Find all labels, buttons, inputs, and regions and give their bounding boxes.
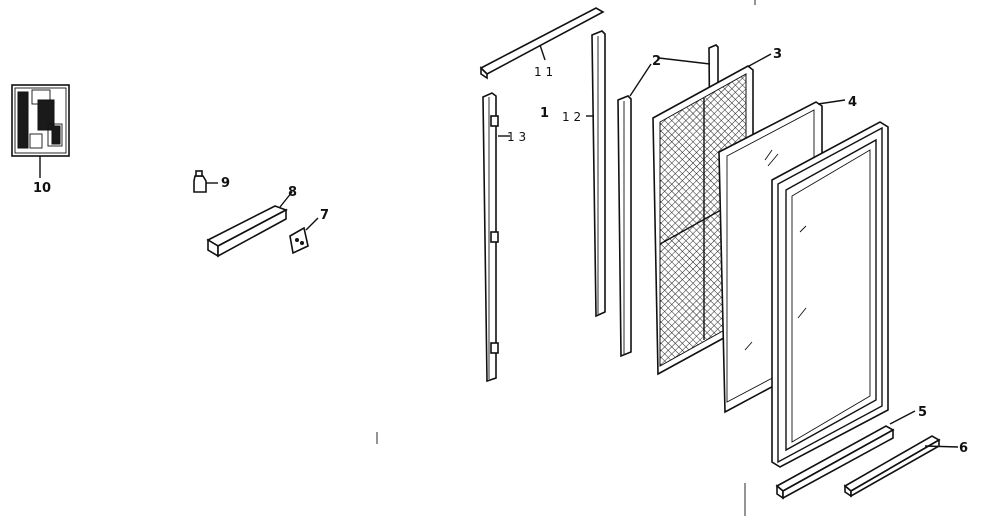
label-part-8: 8 <box>288 185 297 200</box>
label-part-1: 1 <box>540 106 549 121</box>
stray-marks <box>376 0 756 516</box>
part-10-instruction-card <box>11 84 70 178</box>
part-7-plate <box>289 217 319 255</box>
part-5-sweep <box>775 410 916 500</box>
part-13-left-jamb <box>482 92 510 383</box>
label-part-10: 10 <box>33 181 51 196</box>
label-part-2: 2 <box>652 54 661 69</box>
label-part-4: 4 <box>848 95 857 110</box>
part-6-threshold <box>843 435 959 498</box>
label-part-12: 1 2 <box>562 110 581 124</box>
label-part-9: 9 <box>221 176 230 191</box>
part-1-door-frame <box>771 121 889 468</box>
label-part-3: 3 <box>773 47 782 62</box>
part-9-bottle <box>193 170 218 193</box>
part-12-astragal <box>586 30 606 318</box>
label-part-5: 5 <box>918 405 927 420</box>
part-11-top-rail <box>479 7 605 80</box>
label-part-6: 6 <box>959 441 968 456</box>
part-8-bar <box>206 191 293 258</box>
label-part-7: 7 <box>320 208 329 223</box>
part-number-labels: 1 2 3 4 5 6 7 8 9 10 1 1 1 2 1 3 <box>33 47 968 456</box>
label-part-13: 1 3 <box>507 130 526 144</box>
label-part-11: 1 1 <box>534 65 553 79</box>
